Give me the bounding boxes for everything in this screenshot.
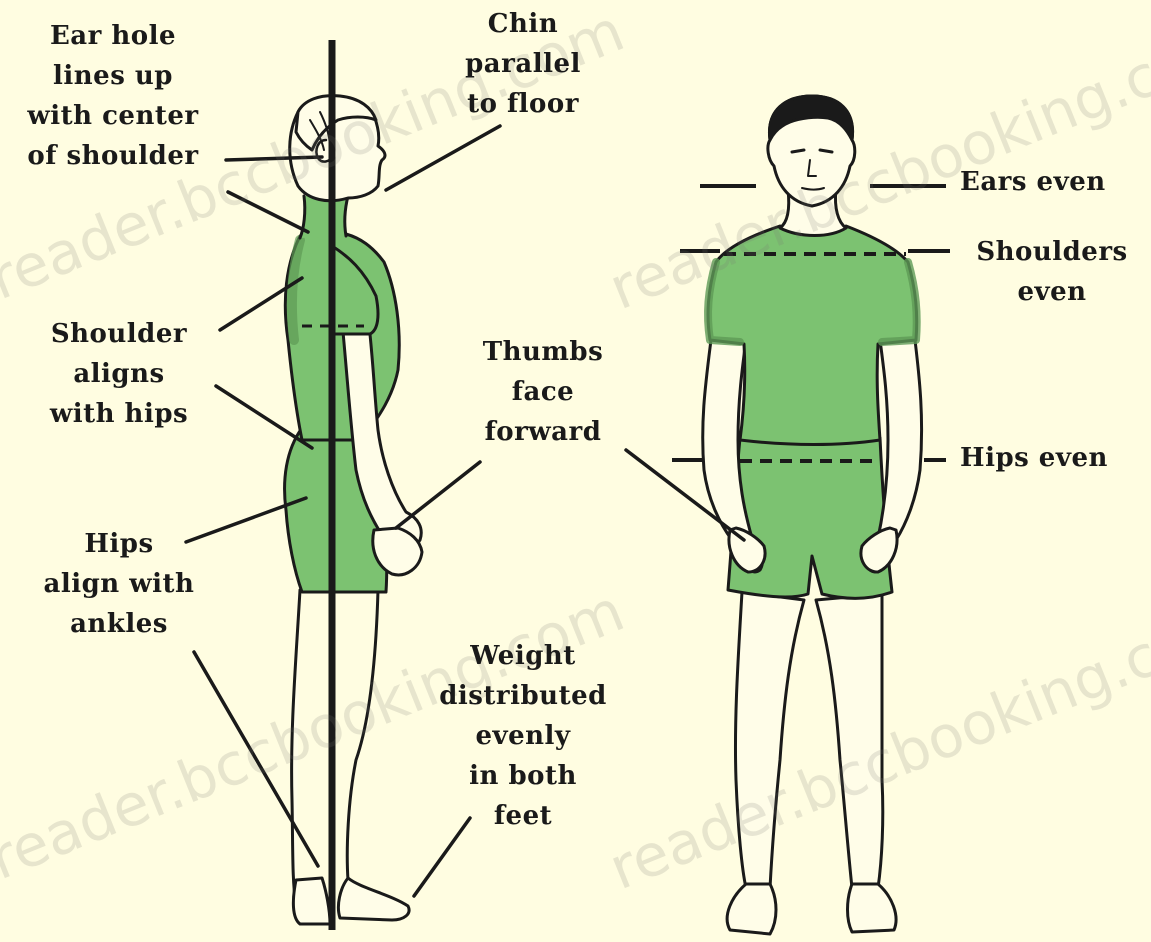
label-thumbs: Thumbs face forward bbox=[458, 332, 628, 452]
side-view-figure bbox=[285, 96, 422, 924]
label-shoulder-hips: Shoulder aligns with hips bbox=[24, 314, 214, 434]
label-chin: Chin parallel to floor bbox=[448, 4, 598, 124]
front-foot-left bbox=[727, 884, 776, 934]
front-foot-right bbox=[848, 884, 897, 932]
label-hips-ankles: Hips align with ankles bbox=[16, 524, 222, 644]
label-hips-even: Hips even bbox=[960, 438, 1108, 478]
side-foot-front bbox=[338, 878, 409, 920]
label-shoulders-even: Shoulders even bbox=[954, 232, 1150, 312]
label-weight: Weight distributed evenly in both feet bbox=[418, 636, 628, 836]
label-ears-even: Ears even bbox=[960, 162, 1106, 202]
label-ear-hole: Ear hole lines up with center of shoulde… bbox=[8, 16, 218, 176]
callout-thumbs bbox=[396, 462, 480, 528]
side-foot-back bbox=[293, 878, 330, 924]
